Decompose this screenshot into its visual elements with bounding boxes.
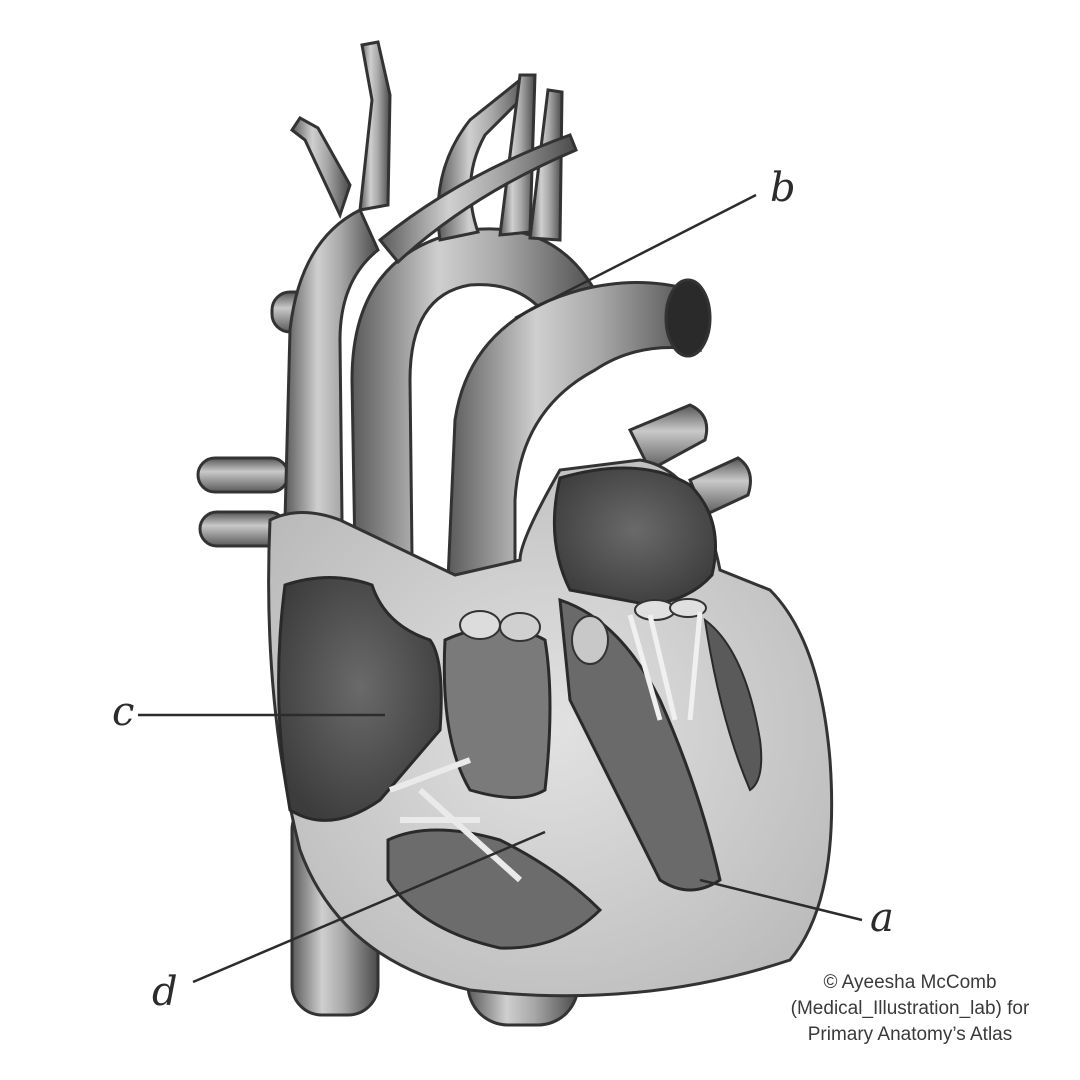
leader-line-b [514, 193, 757, 320]
superior-vena-cava [283, 40, 392, 522]
leader-line-a [699, 878, 863, 922]
left-ventricle-cavity [558, 597, 763, 892]
credit-line-3: Primary Anatomy’s Atlas [807, 1024, 1013, 1045]
credit-line-2: (Medical_Illustration_lab) for [790, 998, 1030, 1019]
label-c: c [112, 689, 135, 735]
pulmonary-trunk [446, 278, 712, 587]
credit-line-1: © Ayeesha McComb [823, 972, 997, 993]
leader-line-d [192, 830, 546, 984]
right-atrium-cavity [277, 576, 443, 822]
label-b: b [770, 165, 796, 211]
label-a: a [870, 895, 894, 941]
copyright-credit: © Ayeesha McComb (Medical_Illustration_l… [760, 970, 1060, 1048]
aortic-arch [350, 73, 602, 557]
pulmonary-veins-right [627, 403, 752, 518]
label-d: d [152, 969, 178, 1015]
leader-lines [138, 193, 863, 984]
left-atrium-cavity [552, 466, 718, 607]
heart-valves [388, 598, 707, 883]
